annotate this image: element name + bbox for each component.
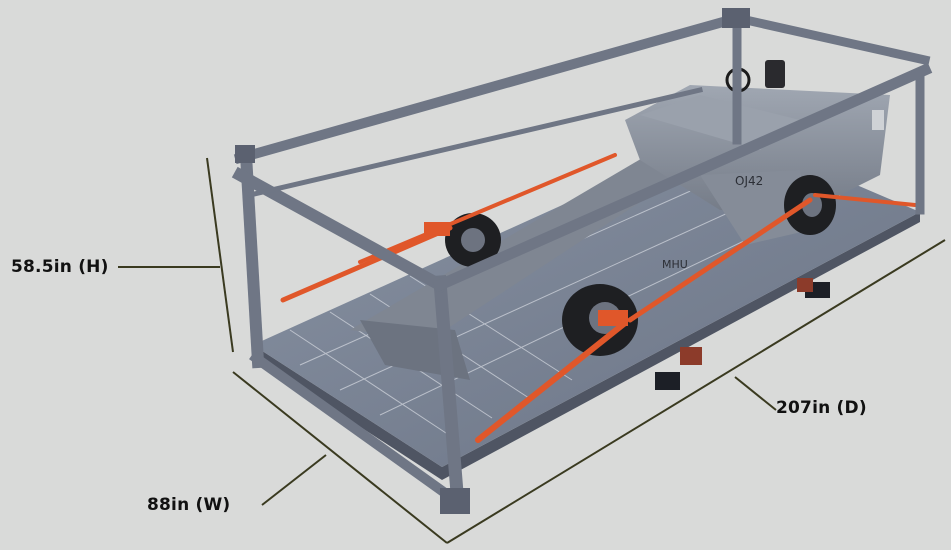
ratchet xyxy=(598,310,628,326)
frame-bottom-rail xyxy=(249,351,459,505)
width-dimension-line xyxy=(232,371,448,544)
cage-frame xyxy=(231,8,933,514)
corner-block xyxy=(440,488,470,514)
vehicle-hood xyxy=(640,95,800,150)
depth-dimension-line xyxy=(446,239,946,544)
corner-block xyxy=(722,8,750,28)
height-label: 58.5in (H) xyxy=(11,257,109,277)
tie-down-straps xyxy=(280,153,917,443)
fender xyxy=(700,170,810,245)
frame-top-rail xyxy=(233,11,744,165)
front-wheel-left-hub xyxy=(461,228,485,252)
warning-decal xyxy=(797,278,813,292)
corner-block xyxy=(235,145,255,163)
frame-top-rail xyxy=(731,12,931,66)
driver-seat xyxy=(765,60,785,88)
depth-label: 207in (D) xyxy=(776,398,867,418)
width-label: 88in (W) xyxy=(147,495,231,515)
height-dimension-line xyxy=(206,157,234,353)
strap xyxy=(358,153,617,264)
strap xyxy=(280,225,453,303)
depth-leader-line xyxy=(734,376,777,411)
frame-top-rail xyxy=(231,166,449,294)
dimension-lines xyxy=(118,157,946,544)
fork-pocket xyxy=(655,372,680,390)
hood-marking: OJ42 xyxy=(735,174,763,188)
strap xyxy=(475,320,628,443)
frame-top-rail xyxy=(432,62,933,293)
side-marking: MHU xyxy=(662,258,688,271)
strap xyxy=(813,193,917,207)
side-vent xyxy=(872,110,884,130)
strap xyxy=(627,197,813,323)
ratchet xyxy=(424,222,450,236)
frame-post xyxy=(432,274,466,513)
frame-post xyxy=(239,148,265,369)
frame-mid-rail xyxy=(246,86,704,199)
warning-decal xyxy=(680,347,702,365)
width-leader-line xyxy=(261,454,327,506)
